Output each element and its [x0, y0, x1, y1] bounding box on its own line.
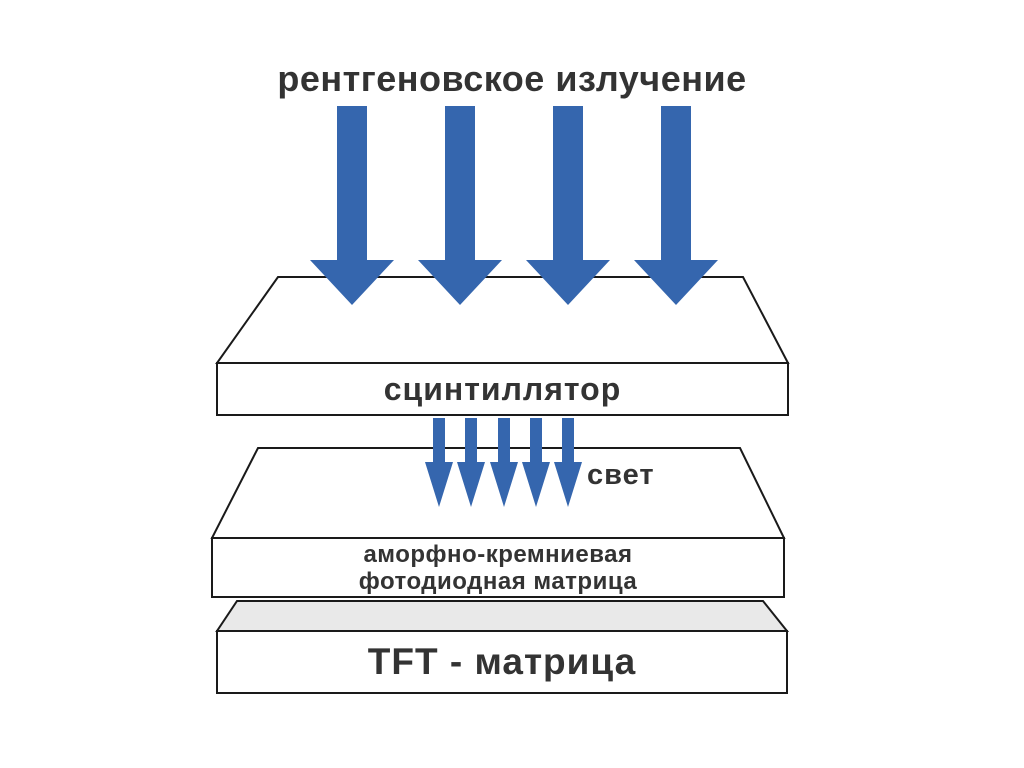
light-arrow-icon — [522, 418, 550, 507]
xray-arrows-group — [310, 106, 718, 305]
tft-slab-top-face — [215, 600, 790, 632]
tft-label: TFT - матрица — [367, 641, 637, 682]
photodiode-label-line1: аморфно-кремниевая — [363, 540, 633, 568]
photodiode-label-line2: фотодиодная матрица — [358, 567, 638, 595]
xray-arrow-icon — [310, 106, 394, 305]
scintillator-slab-top-face — [215, 276, 790, 364]
scintillator-slab-front-face — [216, 362, 789, 416]
scintillator-label: сцинтиллятор — [383, 370, 622, 407]
light-label: свет — [587, 459, 655, 491]
light-arrow-icon — [490, 418, 518, 507]
tft-slab-front-face — [216, 630, 788, 694]
photodiode-slab-front-face — [211, 537, 785, 598]
diagram-title: рентгеновское излучение — [277, 58, 747, 99]
light-arrows-group — [425, 418, 582, 507]
light-arrow-icon — [457, 418, 485, 507]
light-arrow-icon — [425, 418, 453, 507]
photodiode-label: аморфно-кремниевая фотодиодная матрица — [212, 538, 784, 597]
xray-arrow-icon — [418, 106, 502, 305]
light-arrow-icon — [554, 418, 582, 507]
xray-arrow-icon — [634, 106, 718, 305]
xray-arrow-icon — [526, 106, 610, 305]
